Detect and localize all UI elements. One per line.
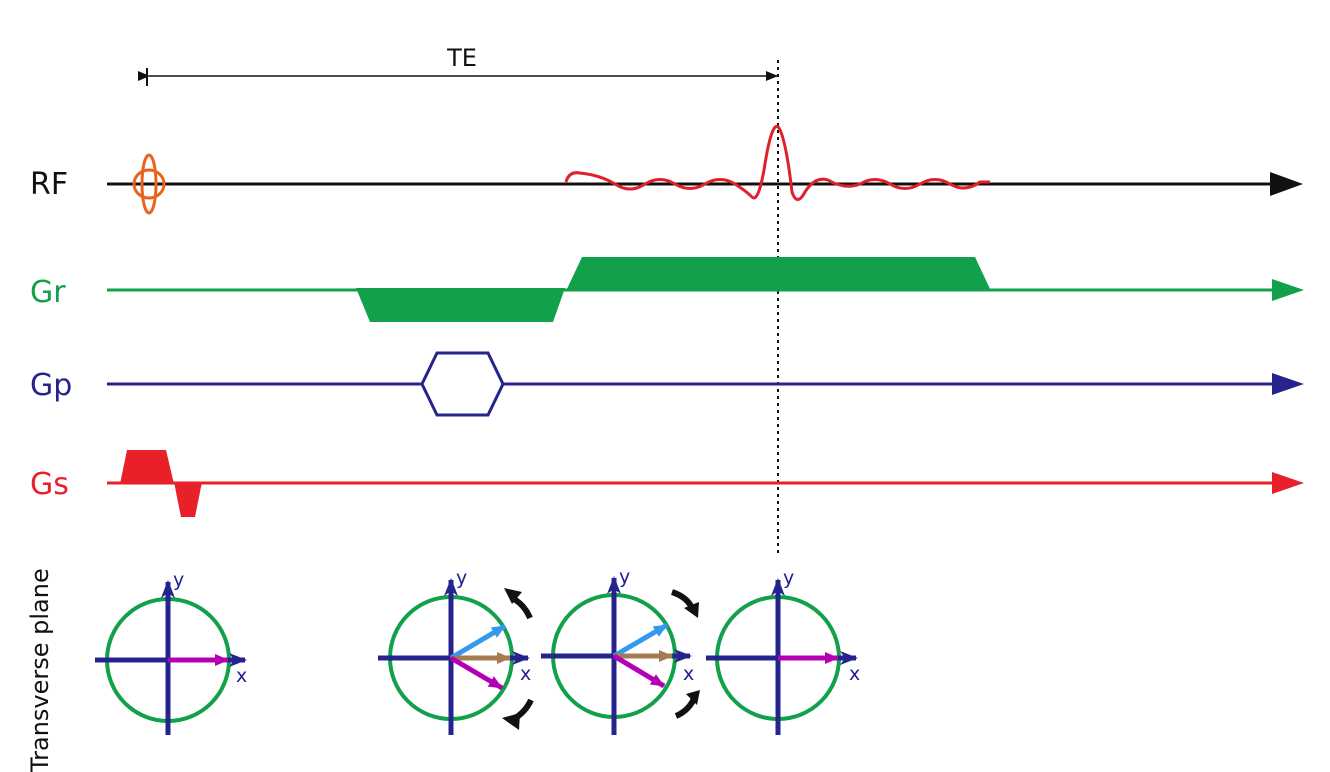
rf-row: RF — [30, 124, 1303, 215]
x-axis-label: x — [236, 665, 247, 687]
transverse-plane-2: y x — [378, 567, 531, 735]
curved-arrow-icon — [504, 588, 533, 620]
echo-signal — [564, 124, 990, 201]
rf-label: RF — [30, 167, 68, 202]
curved-arrow-icon — [674, 690, 700, 719]
gr-label: Gr — [30, 275, 66, 310]
gp-row: Gp — [30, 351, 1304, 417]
gr-readout-lobe — [566, 257, 991, 291]
x-axis-label: x — [849, 663, 860, 685]
gr-row: Gr — [30, 257, 1304, 322]
slow-spin-vector — [612, 653, 666, 689]
gp-axis-arrowhead — [1272, 373, 1304, 395]
gp-label: Gp — [30, 368, 72, 403]
gs-row: Gs — [30, 450, 1304, 517]
transverse-plane-label: Transverse plane — [26, 568, 54, 772]
slow-spin-vector — [449, 655, 504, 691]
gr-dephase-lobe — [356, 288, 565, 322]
te-bracket: TE — [138, 44, 778, 86]
y-axis-label: y — [619, 566, 630, 588]
x-axis-label: x — [683, 663, 694, 685]
rf-axis-arrowhead — [1270, 172, 1303, 196]
gs-slice-select-lobe — [120, 450, 174, 484]
y-axis-label: y — [173, 569, 184, 591]
gp-phase-encode-lobe — [420, 351, 505, 417]
gr-axis-arrowhead — [1272, 279, 1304, 301]
curved-arrow-icon — [670, 589, 699, 618]
transverse-plane-4: y x — [706, 567, 860, 735]
y-axis-label: y — [456, 567, 467, 589]
gs-rephase-lobe — [174, 482, 202, 517]
gs-axis-arrowhead — [1272, 472, 1304, 494]
transverse-plane-3: y x — [541, 566, 694, 735]
gs-label: Gs — [30, 467, 69, 502]
x-axis-label: x — [520, 663, 531, 685]
curved-arrow-icon — [502, 698, 534, 730]
te-label: TE — [446, 44, 477, 72]
fast-spin-vector — [449, 623, 507, 661]
rf-pulse-icon — [132, 153, 166, 215]
transverse-plane-1: y x — [95, 569, 247, 735]
y-axis-label: y — [783, 567, 794, 589]
fast-spin-vector — [612, 622, 669, 659]
